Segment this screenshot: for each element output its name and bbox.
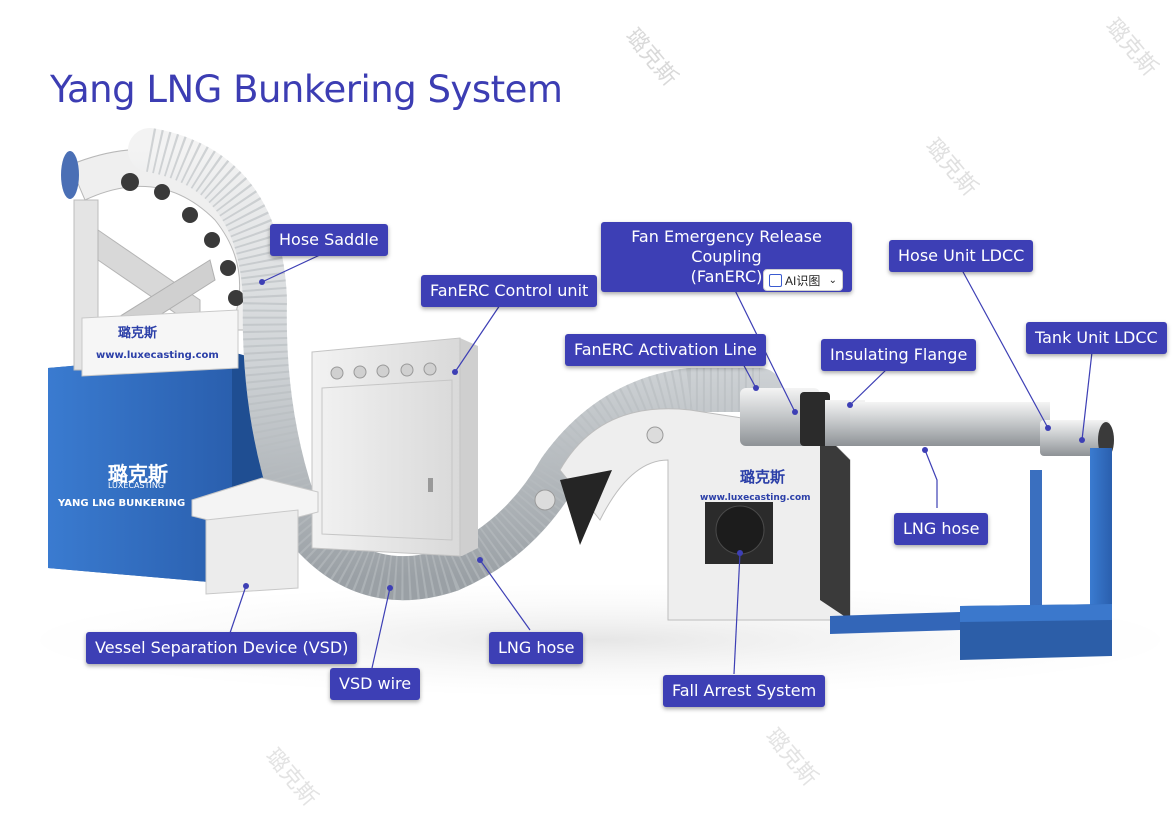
page-title: Yang LNG Bunkering System (50, 68, 563, 111)
vsd-device (191, 477, 319, 595)
label-control-unit: FanERC Control unit (421, 275, 598, 307)
leader-vsd-wire (371, 587, 391, 669)
label-hose-unit-ldcc: Hose Unit LDCC (889, 240, 1034, 272)
leader-tank-unit (1081, 351, 1093, 441)
lng-pipe-right (740, 388, 1114, 458)
label-vsd-wire: VSD wire (330, 668, 421, 700)
label-lng-hose-right: LNG hose (894, 513, 989, 545)
label-erc-line1: Fan Emergency Release Coupling (631, 227, 822, 266)
ldcc-stand (830, 448, 1112, 660)
cabinet-brand-cn: 璐克斯 (108, 462, 168, 486)
cabinet-brand-en: LUXECASTING (108, 481, 165, 490)
chevron-down-icon: ⌄ (828, 274, 837, 286)
fall-arrest-brand-url: www.luxecasting.com (700, 493, 811, 503)
leader-hose-saddle (261, 253, 323, 283)
saddle-brand-url: www.luxecasting.com (96, 350, 219, 361)
label-activation-line: FanERC Activation Line (565, 334, 766, 366)
leader-control-unit (454, 304, 501, 373)
label-insulating-flange: Insulating Flange (821, 339, 977, 371)
label-erc-line2: (FanERC) (690, 267, 763, 286)
fanerc-control-cabinet (311, 337, 478, 557)
saddle-brand-cn: 璐克斯 (118, 326, 158, 341)
leader-lng-hose-right (924, 449, 938, 508)
label-hose-saddle: Hose Saddle (270, 224, 388, 256)
leader-insulating-flange (849, 367, 889, 406)
leader-vsd (229, 585, 247, 634)
ai-recognize-label: AI识图 (785, 273, 821, 288)
leader-fall-arrest (733, 552, 741, 675)
floor-shadow (40, 585, 1160, 695)
scan-icon (769, 273, 782, 287)
ai-recognize-button[interactable]: AI识图 ⌄ (763, 269, 843, 291)
label-fall-arrest: Fall Arrest System (663, 675, 826, 707)
label-tank-unit-ldcc: Tank Unit LDCC (1026, 322, 1167, 354)
cabinet-caption: YANG LNG BUNKERING (58, 498, 186, 509)
label-vsd: Vessel Separation Device (VSD) (86, 632, 358, 664)
fall-arrest-brand-cn: 璐克斯 (740, 468, 786, 486)
leader-hose-unit (961, 269, 1049, 429)
leader-lng-hose-mid (479, 559, 531, 631)
label-lng-hose-mid: LNG hose (489, 632, 584, 664)
leader-activation-line (741, 361, 757, 389)
